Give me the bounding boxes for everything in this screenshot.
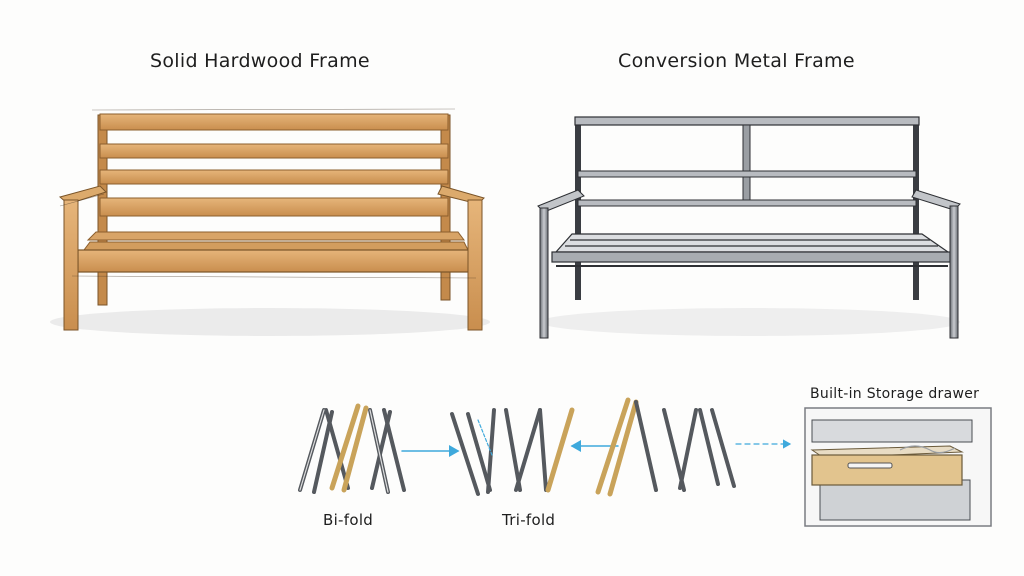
wood-seat-slats	[83, 231, 469, 251]
trifold-label: Tri-fold	[502, 511, 556, 529]
storage-drawer-front	[811, 454, 963, 486]
bench-shadow	[50, 308, 490, 336]
bifold-mechanism-sketch	[298, 403, 460, 494]
storage-seat-top	[811, 419, 973, 443]
metal-lower-back-bar	[577, 199, 917, 207]
hardwood-bench-frame	[50, 108, 490, 336]
metal-bench-frame	[537, 116, 961, 339]
metal-frame-title: Conversion Metal Frame	[618, 50, 855, 72]
wood-front-leg-left	[63, 199, 79, 331]
metal-center-post	[742, 124, 751, 201]
metal-bench-shadow	[540, 308, 960, 336]
metal-front-leg-left	[539, 207, 549, 339]
metal-top-bar	[574, 116, 920, 126]
metal-seat-frame	[551, 233, 951, 267]
metal-front-leg-right	[949, 205, 959, 339]
storage-drawer-label: Built-in Storage drawer	[810, 386, 980, 402]
wood-front-leg-right	[467, 199, 483, 331]
drawer-contents	[899, 445, 956, 454]
wood-front-rail	[77, 249, 471, 273]
wood-backrest-slats	[99, 113, 449, 217]
hardwood-frame-title: Solid Hardwood Frame	[150, 50, 370, 72]
drawer-handle-icon	[847, 462, 893, 469]
storage-drawer-inset	[804, 407, 992, 527]
folding-frame-sketch	[595, 397, 792, 497]
storage-cabinet-lower	[819, 479, 971, 521]
metal-mid-bar	[577, 170, 917, 178]
trifold-mechanism-sketch	[450, 407, 619, 496]
bifold-label: Bi-fold	[323, 511, 374, 529]
